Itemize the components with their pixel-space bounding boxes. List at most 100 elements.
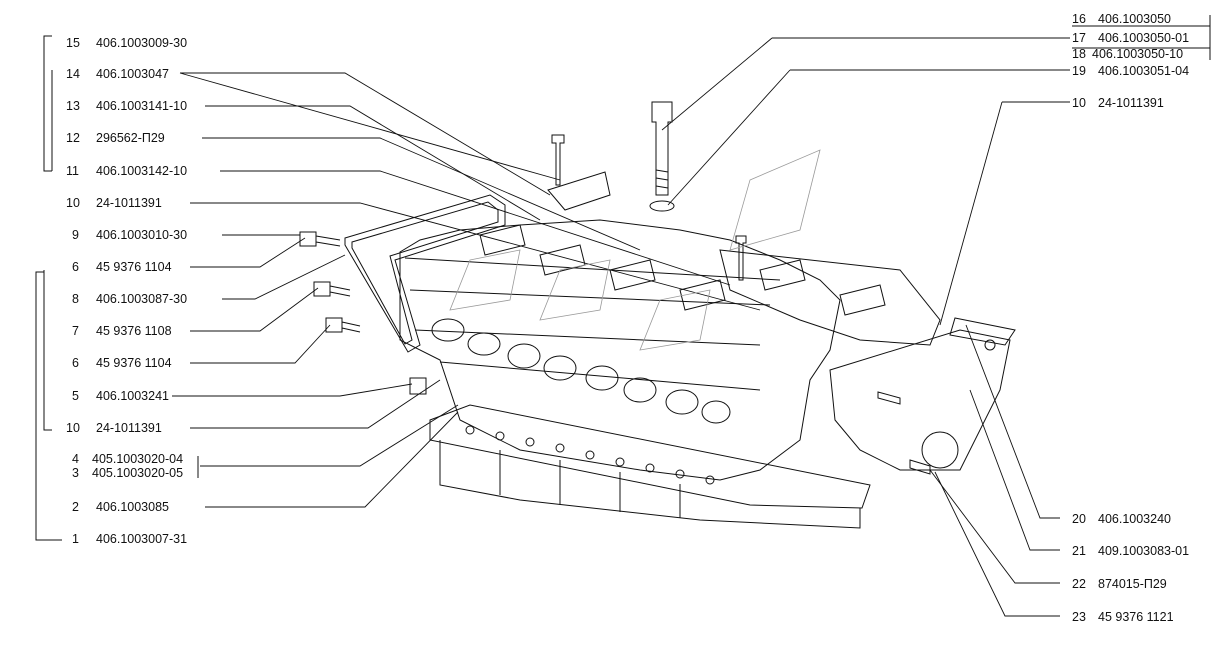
stud: [877, 391, 901, 405]
part-number: 406.1003142-10: [96, 164, 188, 178]
callout-number: 4: [72, 452, 79, 466]
callout-number: 17: [1072, 31, 1086, 45]
callout-23: 23 45 9376 1121: [1072, 610, 1174, 624]
bolt: [735, 235, 747, 281]
part-number: 406.1003051-04: [1098, 64, 1190, 78]
part-number: 406.1003241: [96, 389, 169, 403]
callout-15: 15 406.1003009-30: [66, 36, 187, 50]
callout-number: 21: [1072, 544, 1086, 558]
callout-number: 6: [72, 260, 79, 274]
part-number: 406.1003007-31: [96, 532, 188, 546]
callout-number: 10: [1072, 96, 1086, 110]
callout-6: 6 45 9376 1104: [72, 260, 172, 274]
callout-number: 11: [66, 164, 79, 178]
head-gasket: [429, 404, 871, 509]
bolt: [325, 317, 361, 333]
callout-18: 18 406.1003050-10: [1072, 47, 1183, 61]
thermostat-housing: [829, 329, 1011, 471]
callout-12: 12 296562-П29: [66, 131, 165, 145]
part-number: 45 9376 1104: [96, 356, 172, 370]
part-number: 45 9376 1108: [96, 324, 172, 338]
lower-block: [439, 440, 861, 529]
callout-13: 13 406.1003141-10: [66, 99, 187, 113]
bolt: [299, 231, 341, 247]
callout-10: 10 24-1011391: [66, 421, 162, 435]
bearing-caps: [479, 171, 886, 316]
callout-5: 5 406.1003241: [72, 389, 169, 403]
callout-number: 9: [72, 228, 79, 242]
callout-21: 21 409.1003083-01: [1072, 544, 1189, 558]
part-number: 406.1003240: [1098, 512, 1171, 526]
callout-10: 10 24-1011391: [66, 196, 162, 210]
callout-number: 6: [72, 356, 79, 370]
callout-number: 16: [1072, 12, 1086, 26]
callout-number: 7: [72, 324, 79, 338]
dowel: [409, 377, 427, 395]
callout-4: 4 405.1003020-04: [72, 452, 183, 466]
part-number: 406.1003009-30: [96, 36, 188, 50]
callout-10: 10 24-1011391: [1072, 96, 1164, 110]
head-bolt: [649, 101, 675, 212]
callout-number: 14: [66, 67, 80, 81]
bolt: [551, 134, 565, 186]
cylinder-head: [399, 219, 841, 481]
part-number: 406.1003050: [1098, 12, 1171, 26]
callout-8: 8 406.1003087-30: [72, 292, 187, 306]
part-number: 406.1003085: [96, 500, 169, 514]
group-bracket: [1072, 15, 1211, 60]
callout-6: 6 45 9376 1104: [72, 356, 172, 370]
part-number: 406.1003087-30: [96, 292, 188, 306]
callout-number: 2: [72, 500, 79, 514]
callout-number: 8: [72, 292, 79, 306]
part-number: 296562-П29: [96, 131, 165, 145]
callout-number: 5: [72, 389, 79, 403]
callout-number: 1: [72, 532, 79, 546]
part-number: 405.1003020-05: [92, 466, 184, 480]
part-number: 24-1011391: [1098, 96, 1164, 110]
callout-number: 13: [66, 99, 80, 113]
callout-2: 2 406.1003085: [72, 500, 169, 514]
part-number: 406.1003050-01: [1098, 31, 1190, 45]
callout-number: 15: [66, 36, 80, 50]
part-number: 406.1003141-10: [96, 99, 188, 113]
callout-number: 18: [1072, 47, 1086, 61]
part-number: 406.1003050-10: [1092, 47, 1184, 61]
callout-16: 16 406.1003050: [1072, 12, 1171, 26]
part-number: 874015-П29: [1098, 577, 1167, 591]
callout-number: 12: [66, 131, 80, 145]
cover-gasket: [344, 194, 506, 353]
callout-number: 23: [1072, 610, 1086, 624]
part-number: 405.1003020-04: [92, 452, 184, 466]
callout-number: 20: [1072, 512, 1086, 526]
part-number: 406.1003047: [96, 67, 169, 81]
part-number: 409.1003083-01: [1098, 544, 1190, 558]
callout-9: 9 406.1003010-30: [72, 228, 187, 242]
part-number: 24-1011391: [96, 196, 162, 210]
callout-1: 1 406.1003007-31: [72, 532, 187, 546]
part-number: 24-1011391: [96, 421, 162, 435]
housing-gasket: [949, 317, 1016, 346]
callout-7: 7 45 9376 1108: [72, 324, 172, 338]
leader-lines: [172, 37, 1070, 617]
callout-number: 3: [72, 466, 79, 480]
part-number: 406.1003010-30: [96, 228, 188, 242]
part-number: 45 9376 1121: [1098, 610, 1174, 624]
callout-number: 10: [66, 421, 80, 435]
cover-gasket-inner: [351, 201, 499, 345]
intake-ports: [431, 318, 731, 424]
part-number: 45 9376 1104: [96, 260, 172, 274]
callout-number: 10: [66, 196, 80, 210]
group-bracket: [35, 35, 62, 541]
callout-17: 17 406.1003050-01: [1072, 31, 1189, 45]
stud: [909, 459, 931, 475]
callout-number: 22: [1072, 577, 1086, 591]
watermark: [449, 149, 821, 351]
callout-3: 3 405.1003020-05: [72, 466, 183, 480]
callout-20: 20 406.1003240: [1072, 512, 1171, 526]
bolt: [313, 281, 351, 297]
callout-22: 22 874015-П29: [1072, 577, 1167, 591]
camshaft-housing: [719, 249, 941, 346]
